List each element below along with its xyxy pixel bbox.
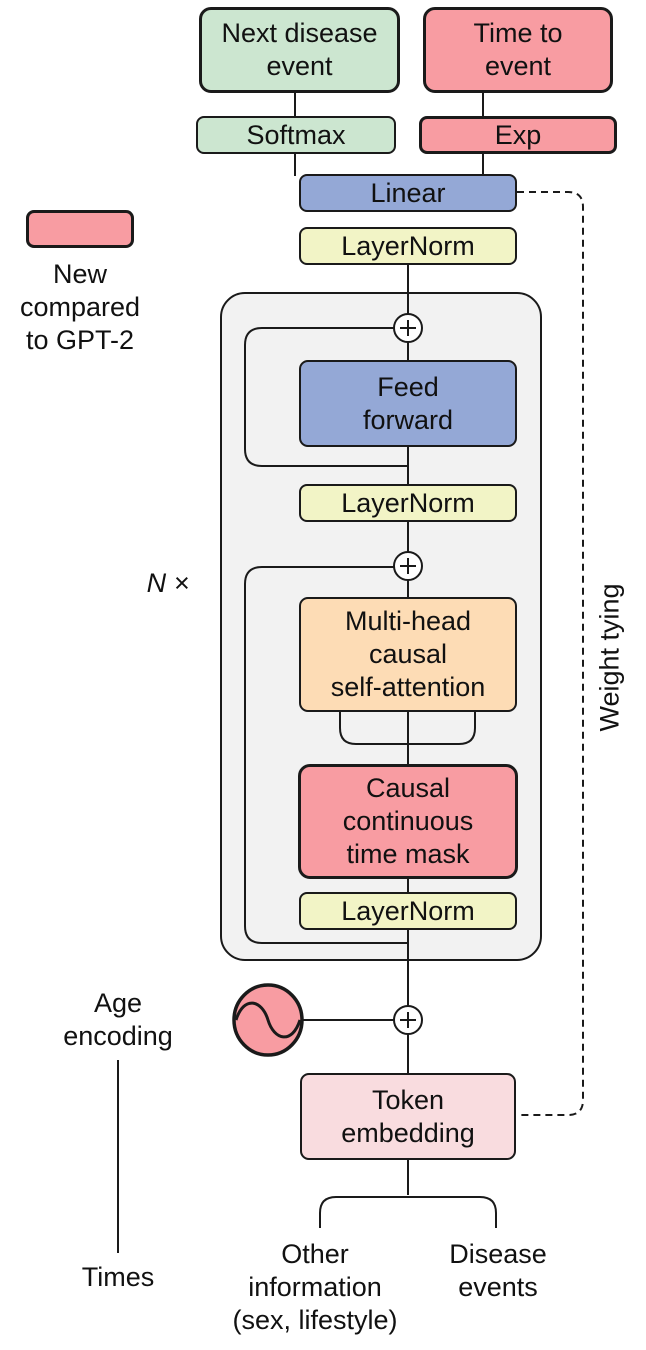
exp-box: Exp [419, 116, 617, 154]
self-attention-box: Multi-head causal self-attention [299, 597, 517, 712]
token-embedding-box: Token embedding [300, 1073, 516, 1160]
weight-tying-label: Weight tying [594, 583, 625, 732]
time-mask-box: Causal continuous time mask [298, 764, 518, 879]
linear-box: Linear [299, 174, 517, 212]
softmax-box: Softmax [196, 116, 396, 154]
feed-forward-box: Feed forward [299, 360, 517, 447]
residual-attn [244, 566, 408, 944]
sine-wave-icon [232, 983, 304, 1057]
attention-bracket [339, 710, 476, 745]
times-label: Times [81, 1262, 155, 1292]
add-icon [393, 1005, 423, 1035]
other-information-label: Other information (sex, lifestyle) [232, 1239, 398, 1335]
next-disease-event-output: Next disease event [199, 7, 400, 93]
add-icon [393, 313, 423, 343]
age-encoding-label: Age encoding [63, 988, 173, 1051]
disease-events-label: Disease events [449, 1239, 547, 1302]
weight-tying-line [517, 191, 584, 1116]
input-bracket [319, 1196, 497, 1228]
legend-label: New compared to GPT-2 [19, 259, 141, 355]
final-layernorm-box: LayerNorm [299, 227, 517, 265]
time-to-event-output: Time to event [423, 7, 613, 93]
legend-swatch [26, 210, 134, 248]
residual-ff [244, 327, 408, 467]
repeat-label: N × [146, 568, 190, 598]
layernorm-upper-box: LayerNorm [299, 484, 517, 522]
add-icon [393, 551, 423, 581]
layernorm-lower-box: LayerNorm [299, 892, 517, 930]
